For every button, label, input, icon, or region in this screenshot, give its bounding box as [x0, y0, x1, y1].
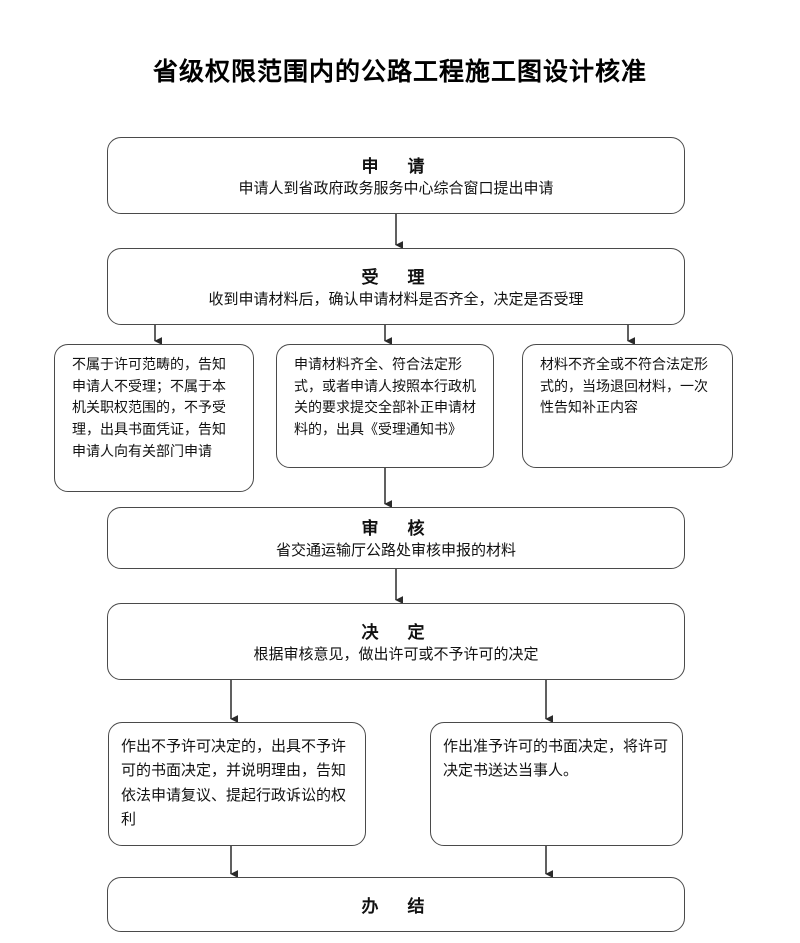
node-accept-title: 受 理 — [361, 267, 431, 287]
node-apply-title: 申 请 — [361, 156, 431, 176]
node-accept-text: 收到申请材料后，确认申请材料是否齐全，决定是否受理 — [208, 291, 584, 308]
node-review-text: 省交通运输厅公路处审核申报的材料 — [275, 543, 516, 560]
node-materials-incomplete[interactable]: 材料不齐全或不符合法定形式的，当场退回材料，一次性告知补正内容 — [522, 344, 733, 468]
node-review[interactable]: 审 核 省交通运输厅公路处审核申报的材料 — [107, 507, 685, 569]
node-decision-approved[interactable]: 作出准予许可的书面决定，将许可决定书送达当事人。 — [430, 722, 683, 846]
node-finish-title: 办 结 — [361, 897, 431, 916]
node-apply[interactable]: 申 请 申请人到省政府政务服务中心综合窗口提出申请 — [107, 137, 685, 214]
node-review-title: 审 核 — [361, 519, 431, 539]
node-accept[interactable]: 受 理 收到申请材料后，确认申请材料是否齐全，决定是否受理 — [107, 248, 685, 325]
node-materials-complete-text: 申请材料齐全、符合法定形式，或者申请人按照本行政机关的要求提交全部补正申请材料的… — [294, 358, 476, 439]
node-materials-incomplete-text: 材料不齐全或不符合法定形式的，当场退回材料，一次性告知补正内容 — [540, 358, 708, 417]
node-decide-title: 决 定 — [361, 622, 431, 642]
node-decide[interactable]: 决 定 根据审核意见，做出许可或不予许可的决定 — [107, 603, 685, 680]
node-decision-rejected[interactable]: 作出不予许可决定的，出具不予许可的书面决定，并说明理由，告知依法申请复议、提起行… — [108, 722, 366, 846]
node-apply-text: 申请人到省政府政务服务中心综合窗口提出申请 — [238, 180, 554, 197]
node-finish[interactable]: 办 结 — [107, 877, 685, 932]
node-decision-approved-text: 作出准予许可的书面决定，将许可决定书送达当事人。 — [443, 739, 669, 780]
node-not-in-scope[interactable]: 不属于许可范畴的，告知申请人不受理；不属于本机关职权范围的，不予受理，出具书面凭… — [54, 344, 254, 492]
node-decide-text: 根据审核意见，做出许可或不予许可的决定 — [253, 646, 539, 663]
page-title: 省级权限范围内的公路工程施工图设计核准 — [152, 58, 647, 86]
node-materials-complete[interactable]: 申请材料齐全、符合法定形式，或者申请人按照本行政机关的要求提交全部补正申请材料的… — [276, 344, 494, 468]
node-not-in-scope-text: 不属于许可范畴的，告知申请人不受理；不属于本机关职权范围的，不予受理，出具书面凭… — [72, 358, 226, 460]
node-decision-rejected-text: 作出不予许可决定的，出具不予许可的书面决定，并说明理由，告知依法申请复议、提起行… — [121, 739, 347, 828]
